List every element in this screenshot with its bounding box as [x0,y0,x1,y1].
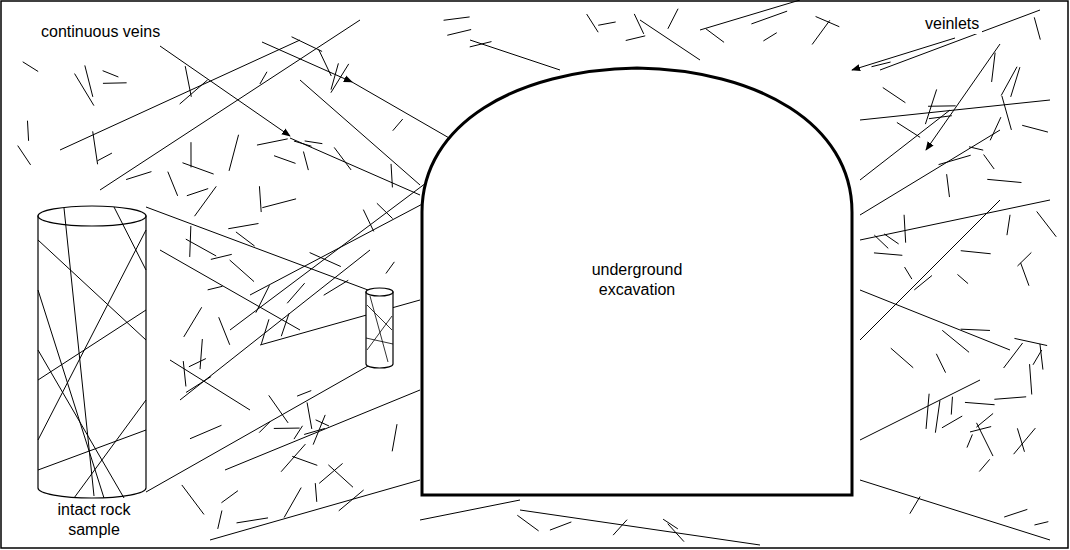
excavation-label: underground excavation [570,260,704,300]
text-holder: intact rock sample [34,500,154,540]
veinlets [18,9,1056,542]
text-holder: underground excavation [420,260,854,300]
cylinder-body [38,206,146,498]
continuous-veins [60,0,1050,545]
small-rock-sample [146,207,393,492]
rock-sample-cylinder-shape [34,200,154,545]
veins-label: continuous veins [38,22,163,42]
excavation-boundary [422,68,852,495]
excavation-outline: underground excavation [420,62,854,498]
rock-sample-cylinder: intact rock sample [34,200,154,545]
veinlets-label: veinlets [922,14,982,34]
excavation-outline-shape [420,62,854,498]
sample-label: intact rock sample [38,500,150,540]
